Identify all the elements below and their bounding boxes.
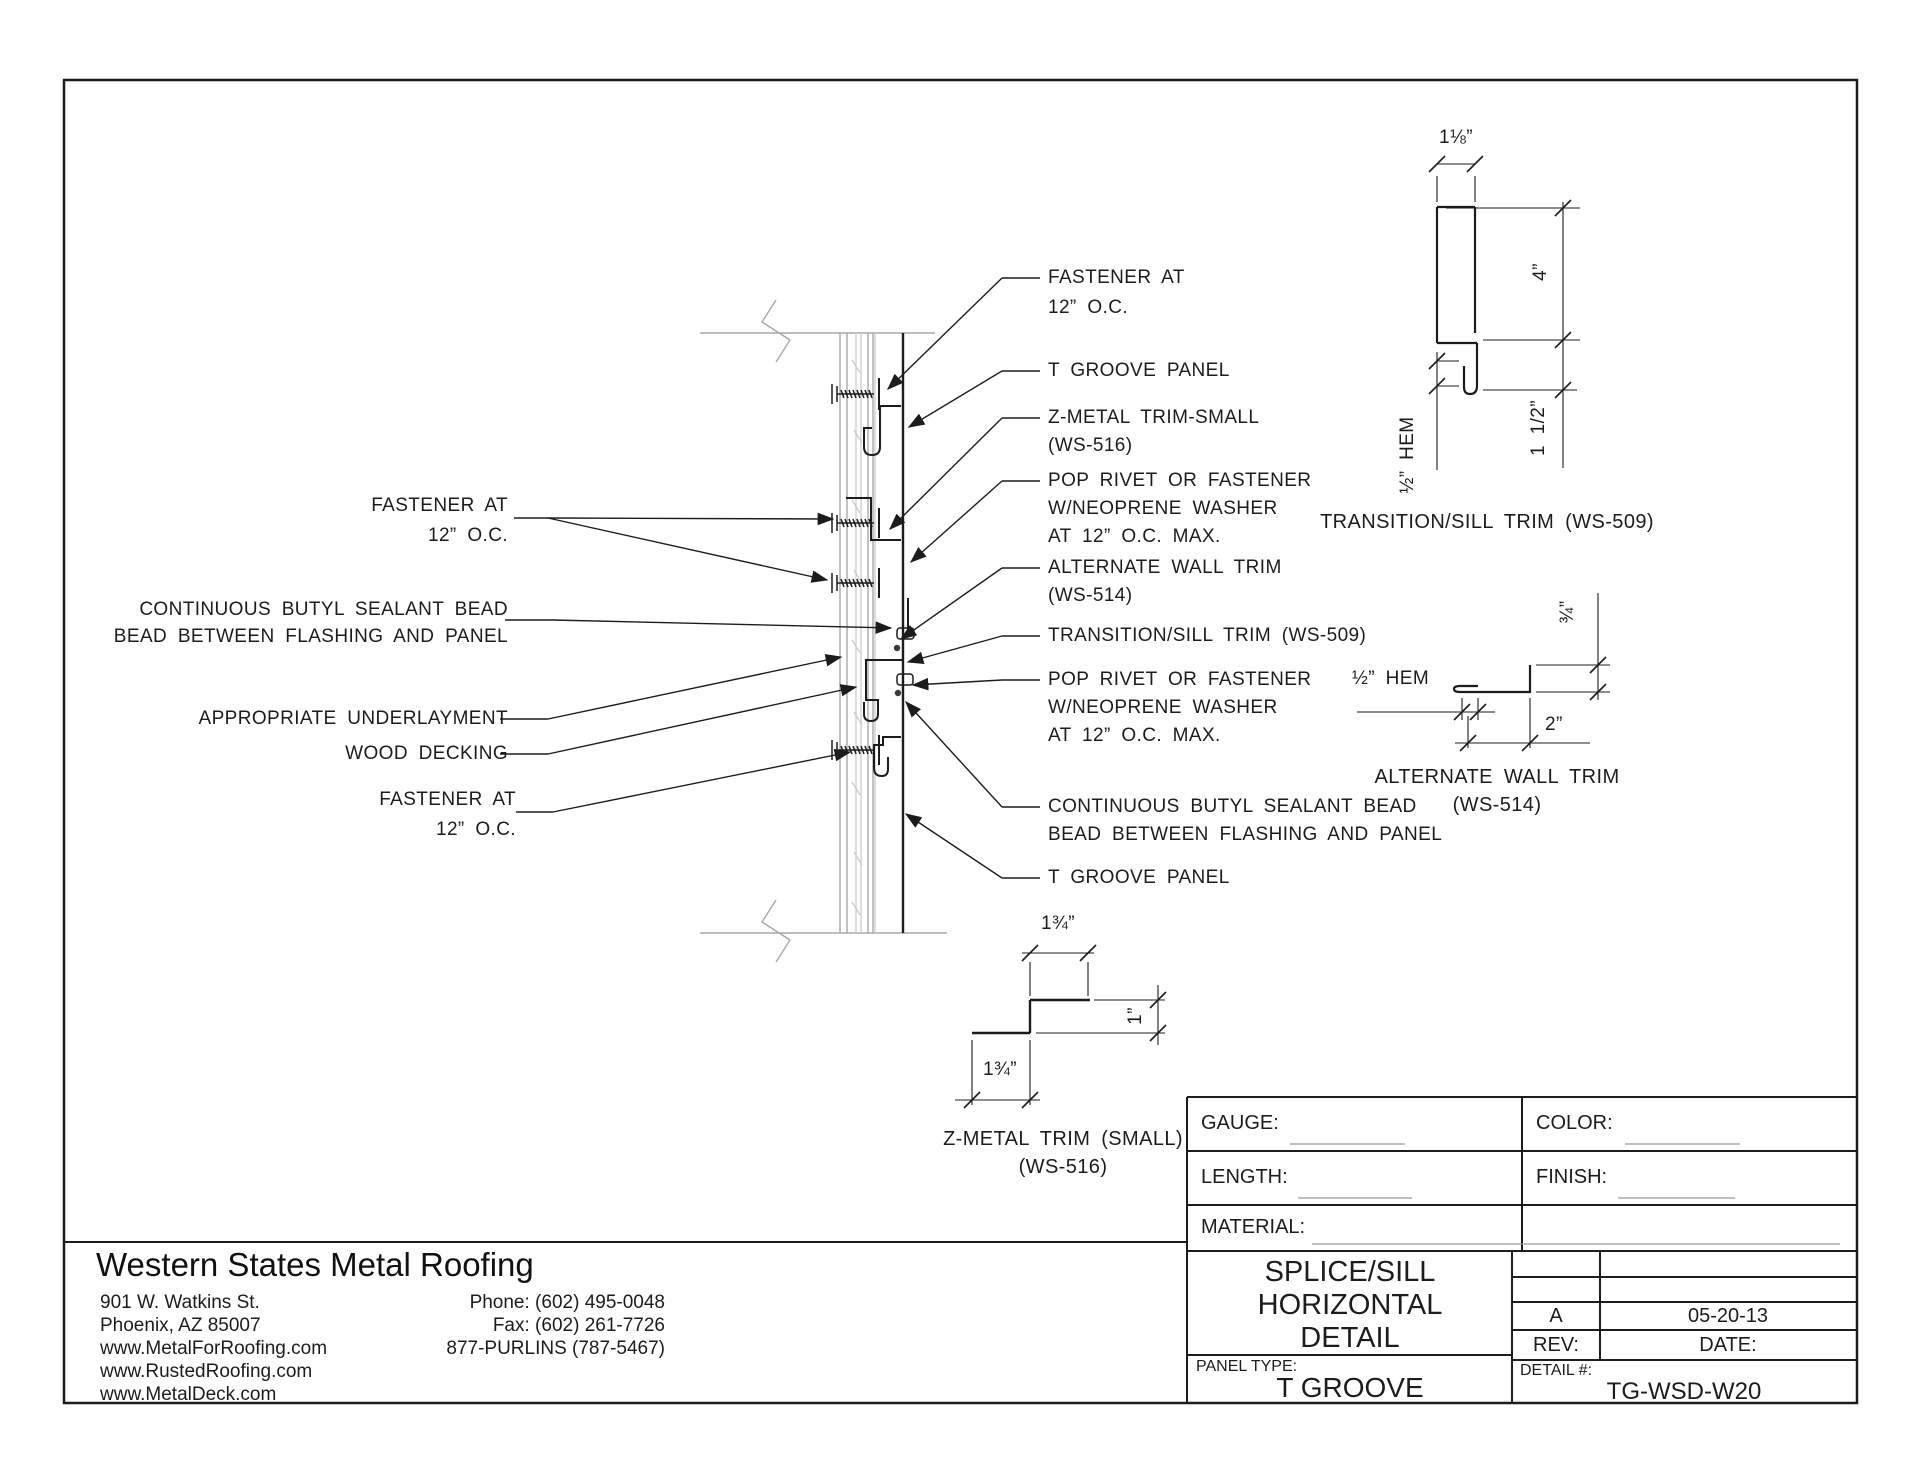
drawing-title-line1: SPLICE/SILL	[1264, 1256, 1436, 1288]
callout-fastener-top-line1: FASTENER AT	[1048, 267, 1185, 288]
caption-transition-sill-trim: TRANSITION/SILL TRIM (WS-509)	[1320, 511, 1654, 533]
dim-alternate-rise: ¾”	[1557, 600, 1578, 624]
z-metal-trim-profile	[846, 497, 901, 541]
company-address2: Phoenix, AZ 85007	[100, 1315, 261, 1336]
detail-z-metal-drawing	[955, 944, 1167, 1109]
sheet-border	[62, 78, 1859, 1405]
pop-rivet-icon	[896, 627, 915, 640]
sill-trim-profile	[863, 659, 902, 723]
dim-transition-height: 4”	[1530, 263, 1551, 281]
callout-pop-rivet-1-line2: W/NEOPRENE WASHER	[1048, 498, 1278, 519]
field-material-label: MATERIAL:	[1201, 1216, 1306, 1238]
sealant-bead-icon	[894, 689, 902, 697]
field-length-label: LENGTH:	[1201, 1166, 1288, 1188]
dim-zmetal-rise: 1”	[1125, 1007, 1146, 1025]
callout-sealant-left-line1: CONTINUOUS BUTYL SEALANT BEAD	[139, 599, 508, 620]
caption-z-metal-trim-line2: (WS-516)	[1018, 1156, 1108, 1178]
callout-sealant-right-line2: BEAD BETWEEN FLASHING AND PANEL	[1048, 824, 1443, 845]
caption-alternate-wall-trim-line1: ALTERNATE WALL TRIM	[1374, 766, 1620, 788]
callout-t-groove-panel-bottom: T GROOVE PANEL	[1048, 867, 1230, 888]
company-phone: Phone: (602) 495-0048	[469, 1292, 665, 1313]
callout-transition-sill-trim: TRANSITION/SILL TRIM (WS-509)	[1048, 625, 1367, 646]
callout-alternate-wall-trim-line1: ALTERNATE WALL TRIM	[1048, 557, 1282, 578]
caption-z-metal-trim-line1: Z-METAL TRIM (SMALL)	[943, 1128, 1183, 1150]
date-label: DATE:	[1699, 1334, 1757, 1356]
detail-number-value: TG-WSD-W20	[1606, 1378, 1762, 1405]
company-address1: 901 W. Watkins St.	[100, 1292, 260, 1313]
rev-label: REV:	[1533, 1334, 1579, 1356]
dim-transition-top: 1⅛”	[1439, 127, 1473, 148]
break-symbol-bottom	[761, 899, 791, 963]
callout-sealant-left-line2: BEAD BETWEEN FLASHING AND PANEL	[113, 626, 508, 647]
drawing-title-line3: DETAIL	[1300, 1322, 1400, 1354]
callout-pop-rivet-1-line1: POP RIVET OR FASTENER	[1048, 470, 1312, 491]
leader-lines	[500, 277, 1040, 879]
drawing-title-line2: HORIZONTAL	[1257, 1289, 1443, 1321]
wall-section	[700, 299, 947, 963]
dim-transition-hem: ½” HEM	[1397, 416, 1418, 494]
company-website-2: www.RustedRoofing.com	[100, 1361, 313, 1382]
callout-pop-rivet-1-line3: AT 12” O.C. MAX.	[1048, 526, 1221, 547]
callout-t-groove-panel-top: T GROOVE PANEL	[1048, 360, 1230, 381]
dim-zmetal-top: 1¾”	[1041, 913, 1075, 934]
panel-hook-trim	[863, 405, 901, 457]
panel-type-label: PANEL TYPE:	[1196, 1358, 1298, 1375]
detail-alternate-wall-drawing	[1357, 593, 1610, 752]
bottom-hook-trim	[873, 736, 901, 778]
dim-alternate-hem: ½” HEM	[1352, 668, 1430, 689]
company-fax: Fax: (602) 261-7726	[492, 1315, 665, 1336]
company-website-3: www.MetalDeck.com	[100, 1384, 277, 1405]
callout-fastener-top-line2: 12” O.C.	[1048, 297, 1128, 318]
dim-transition-bottom: 1 1/2”	[1528, 400, 1549, 456]
callout-fastener-mid-line2: 12” O.C.	[428, 525, 508, 546]
company-website-1: www.MetalForRoofing.com	[100, 1338, 328, 1359]
pop-rivet-icon	[896, 673, 914, 686]
callout-fastener-bottom-line2: 12” O.C.	[436, 819, 516, 840]
dim-alternate-width: 2”	[1545, 714, 1563, 735]
callout-pop-rivet-2-line1: POP RIVET OR FASTENER	[1048, 669, 1312, 690]
title-block-lines	[64, 1096, 1857, 1403]
company-name: Western States Metal Roofing	[96, 1246, 534, 1283]
callout-fastener-mid-line1: FASTENER AT	[371, 495, 508, 516]
rev-value: A	[1549, 1305, 1563, 1327]
field-gauge-label: GAUGE:	[1201, 1112, 1279, 1134]
detail-transition-sill-drawing	[1428, 155, 1580, 470]
field-color-label: COLOR:	[1536, 1112, 1613, 1134]
sealant-bead-icon	[893, 644, 901, 652]
detail-number-label: DETAIL #:	[1520, 1362, 1593, 1379]
callout-underlayment: APPROPRIATE UNDERLAYMENT	[198, 708, 508, 729]
break-symbol-top	[761, 299, 791, 363]
caption-alternate-wall-trim-line2: (WS-514)	[1452, 794, 1542, 816]
callout-sealant-right-line1: CONTINUOUS BUTYL SEALANT BEAD	[1048, 796, 1417, 817]
callout-wood-decking: WOOD DECKING	[345, 743, 508, 764]
callout-pop-rivet-2-line3: AT 12” O.C. MAX.	[1048, 725, 1221, 746]
company-purlins: 877-PURLINS (787-5467)	[446, 1338, 665, 1359]
field-finish-label: FINISH:	[1536, 1166, 1608, 1188]
dim-zmetal-bottom: 1¾”	[983, 1059, 1017, 1080]
callout-z-metal-trim-line2: (WS-516)	[1048, 435, 1133, 456]
callout-pop-rivet-2-line2: W/NEOPRENE WASHER	[1048, 697, 1278, 718]
panel-type-value: T GROOVE	[1276, 1372, 1424, 1403]
callout-z-metal-trim-line1: Z-METAL TRIM-SMALL	[1048, 407, 1260, 428]
date-value: 05-20-13	[1687, 1305, 1769, 1327]
callout-fastener-bottom-line1: FASTENER AT	[379, 789, 516, 810]
callout-alternate-wall-trim-line2: (WS-514)	[1048, 585, 1133, 606]
